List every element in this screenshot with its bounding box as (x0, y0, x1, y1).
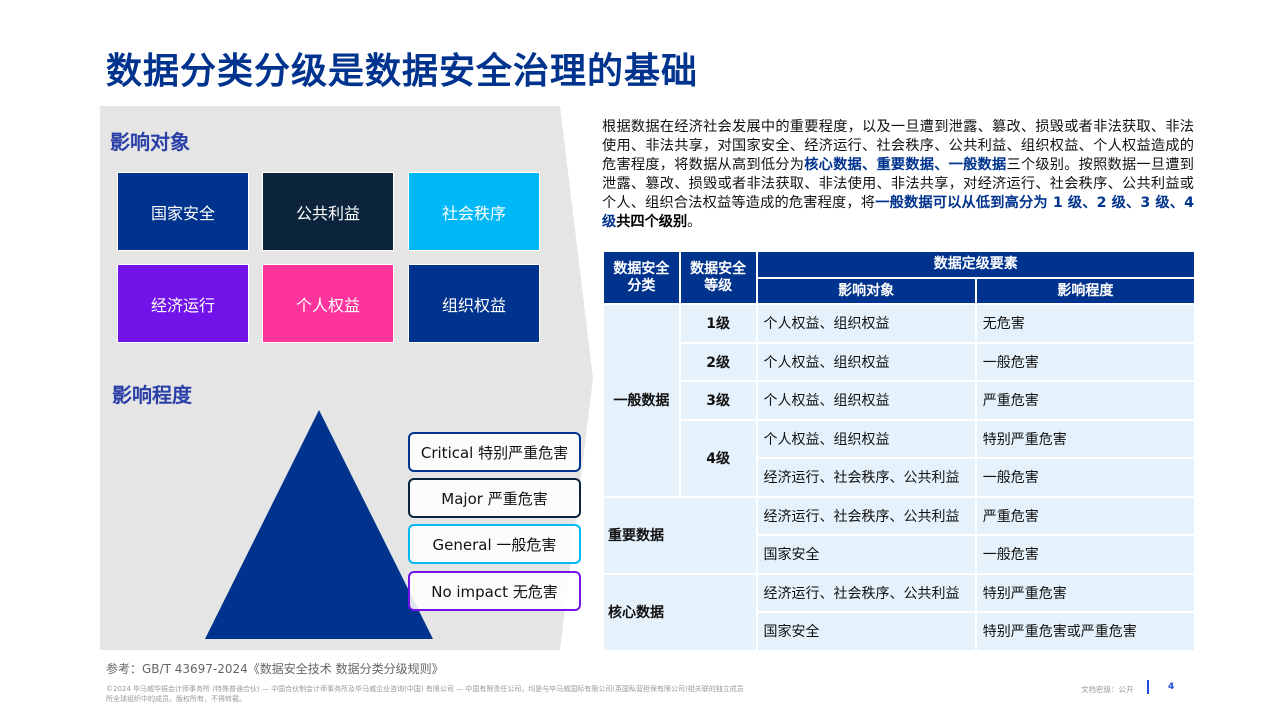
cell-grade: 1级 (678, 303, 758, 344)
cell-grade: 3级 (678, 380, 758, 421)
reference-note: 参考：GB/T 43697-2024《数据安全技术 数据分类分级规则》 (106, 662, 444, 676)
classification-table: 数据安全分类 数据安全等级 数据定级要素 影响对象 影响程度 一般数据 1级 个… (602, 250, 1197, 652)
table-row: 重要数据 经济运行、社会秩序、公共利益 严重危害 (602, 495, 1197, 575)
document-classification: 文档密级：公开 (1081, 685, 1134, 694)
header-impact-object: 影响对象 (755, 277, 977, 305)
highlight-important-data: 重要数据 (876, 157, 935, 173)
header-text: 分类 (627, 277, 656, 294)
intro-text: 。 (687, 214, 702, 230)
cell-degree: 一般危害 (974, 341, 1197, 382)
tile-economic-operation: 经济运行 (117, 264, 249, 343)
cell-grade: 4级 (678, 418, 758, 498)
cell-object: 个人权益、组织权益 (755, 341, 977, 382)
cell-object: 个人权益、组织权益 (755, 380, 977, 421)
cell-degree: 一般危害 (974, 534, 1197, 575)
cell-category: 重要数据 (602, 495, 758, 575)
cell-degree: 无危害 (974, 303, 1197, 344)
cell-object: 个人权益、组织权益 (755, 418, 977, 459)
footer-divider (1147, 680, 1149, 694)
header-grade: 数据安全等级 (678, 250, 758, 305)
header-impact-degree: 影响程度 (974, 277, 1197, 305)
table-row: 核心数据 经济运行、社会秩序、公共利益 特别严重危害 (602, 572, 1197, 652)
cell-degree: 特别严重危害 (974, 418, 1197, 459)
header-category: 数据安全分类 (602, 250, 681, 305)
page-number: 4 (1168, 682, 1175, 692)
intro-text: 根据数据在经济社会发展中的重要程度，以及一旦遭到泄露、篡改、损毁或者非法获取、非… (602, 119, 1194, 173)
cell-degree: 严重危害 (974, 495, 1197, 536)
impact-objects-heading: 影响对象 (110, 130, 190, 154)
table-row: 2级 个人权益、组织权益 一般危害 (603, 341, 1197, 382)
table-row: 4级 个人权益、组织权益 特别严重危害 (603, 418, 1197, 498)
table-row: 国家安全 特别严重危害或严重危害 (603, 611, 1197, 652)
pyramid-shape (205, 410, 433, 639)
cell-object: 经济运行、社会秩序、公共利益 (755, 457, 977, 498)
cell-category: 一般数据 (602, 303, 681, 498)
cell-object: 国家安全 (755, 611, 977, 652)
copyright-notice: ©2024 毕马威华振会计师事务所 (特殊普通合伙) — 中国合伙制会计师事务所… (106, 685, 744, 703)
bold-four-levels: 共四个级别 (616, 214, 688, 230)
table-row: 3级 个人权益、组织权益 严重危害 (603, 380, 1197, 421)
left-panel: 影响对象 国家安全 公共利益 社会秩序 经济运行 个人权益 组织权益 影响程度 … (100, 106, 600, 650)
impact-degree-heading: 影响程度 (112, 383, 192, 407)
separator: 、 (934, 157, 949, 173)
highlight-grade-levels: 一般数据可以从低到高分为 1 级、2 级、3 级、4 级 (602, 195, 1194, 230)
header-text: 数据安全 (690, 260, 747, 277)
tile-public-interest: 公共利益 (262, 172, 394, 251)
cell-degree: 一般危害 (974, 457, 1197, 498)
intro-text: 三个级别。按照数据一旦遭到泄露、篡改、损毁或者非法获取、非法使用、非法共享，对经… (602, 157, 1194, 211)
cell-object: 个人权益、组织权益 (755, 303, 977, 344)
header-text: 等级 (704, 277, 733, 294)
cell-degree: 特别严重危害或严重危害 (974, 611, 1197, 652)
tile-social-order: 社会秩序 (408, 172, 540, 251)
cell-degree: 特别严重危害 (974, 572, 1197, 613)
header-elements: 数据定级要素 (755, 250, 1196, 279)
table-row: 经济运行、社会秩序、公共利益 一般危害 (603, 457, 1197, 498)
table-row: 一般数据 1级 个人权益、组织权益 无危害 (602, 303, 1197, 498)
table-row: 国家安全 一般危害 (603, 534, 1197, 575)
cell-degree: 严重危害 (974, 380, 1197, 421)
cell-category: 核心数据 (602, 572, 758, 652)
cell-object: 经济运行、社会秩序、公共利益 (755, 495, 977, 536)
cell-grade: 2级 (678, 341, 758, 382)
cell-object: 国家安全 (755, 534, 977, 575)
cell-object: 经济运行、社会秩序、公共利益 (755, 572, 977, 613)
tile-personal-rights: 个人权益 (262, 264, 394, 343)
header-text: 数据安全 (613, 260, 670, 277)
level-general: General 一般危害 (408, 524, 581, 564)
intro-paragraph: 根据数据在经济社会发展中的重要程度，以及一旦遭到泄露、篡改、损毁或者非法获取、非… (602, 118, 1194, 232)
level-major: Major 严重危害 (408, 478, 581, 518)
tile-organization-rights: 组织权益 (408, 264, 540, 343)
highlight-core-data: 核心数据 (804, 157, 862, 173)
tile-national-security: 国家安全 (117, 172, 249, 251)
page-title: 数据分类分级是数据安全治理的基础 (106, 51, 699, 92)
level-no-impact: No impact 无危害 (408, 571, 581, 611)
separator: 、 (861, 157, 877, 173)
level-critical: Critical 特别严重危害 (408, 432, 581, 472)
highlight-general-data: 一般数据 (948, 157, 1007, 173)
